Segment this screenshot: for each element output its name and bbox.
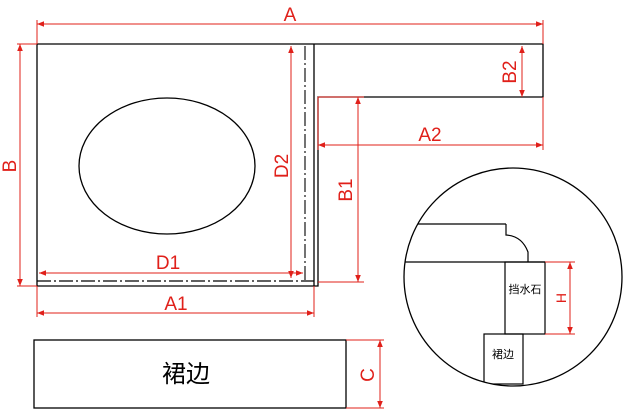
sink-cutout [78, 97, 256, 235]
skirt-label: 裙边 [162, 360, 210, 388]
dimension-label-D1: D1 [156, 253, 180, 274]
dimension-label-A1: A1 [164, 294, 187, 315]
slab-edge-profile [505, 224, 529, 262]
detail-view: 挡水石 裙边 [403, 167, 623, 387]
dimension-label-B1: B1 [336, 178, 357, 201]
dimension-label-A: A [284, 5, 297, 26]
dimension-C [346, 339, 384, 409]
dimension-B1 [318, 96, 364, 283]
dimension-label-B: B [0, 160, 21, 173]
backsplash-label: 挡水石 [509, 282, 542, 296]
dimension-H [545, 261, 575, 335]
skirt-board [33, 339, 347, 409]
dimension-B [17, 43, 37, 287]
dimension-A2 [317, 97, 544, 150]
skirt-block [483, 333, 524, 385]
dimension-A1 [36, 286, 315, 317]
skirt-small-label: 裙边 [492, 348, 514, 361]
dimension-label-B2: B2 [500, 60, 521, 83]
dimension-label-C: C [358, 368, 379, 382]
dimension-label-D2: D2 [272, 154, 293, 178]
dimension-label-A2: A2 [418, 125, 441, 146]
dimension-label-H: H [553, 293, 569, 303]
backsplash-block [504, 261, 546, 335]
dimension-A [36, 20, 544, 44]
